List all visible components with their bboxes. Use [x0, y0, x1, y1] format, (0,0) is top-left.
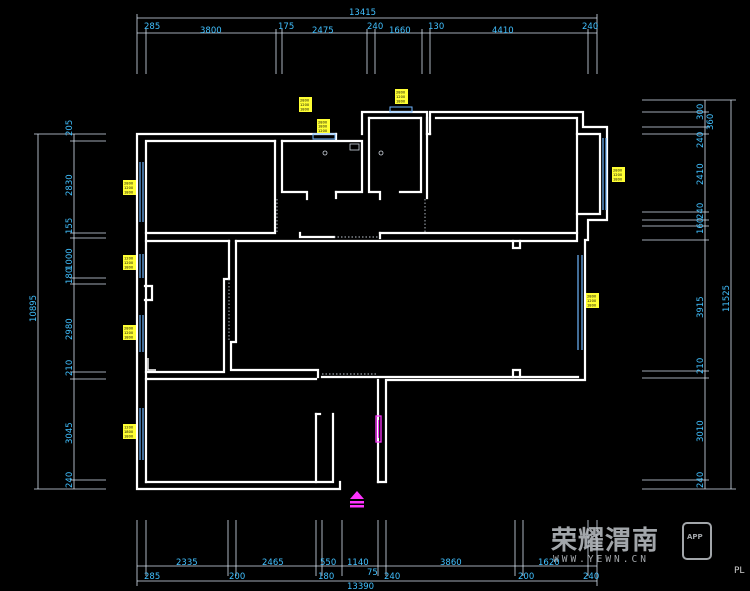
bottom-dim-row1-1: 2465 [262, 558, 284, 568]
right-dim-7: 210 [696, 358, 706, 374]
walls [135, 110, 609, 491]
svg-text:2800: 2800 [396, 91, 406, 95]
bottom-dim-row2-1: 200 [229, 572, 245, 582]
svg-text:1200: 1200 [587, 299, 597, 303]
top-dim-5: 1660 [389, 26, 411, 36]
right-dim-3: 2410 [696, 163, 706, 185]
svg-text:1200: 1200 [124, 331, 134, 335]
bottom-dimension-chain: 2335 2465 550 1140 3860 1620 285 200 180… [136, 520, 599, 591]
phone-app-icon: APP [682, 522, 712, 560]
left-dim-8: 240 [65, 472, 75, 488]
top-dim-4: 240 [367, 22, 383, 32]
watermark-name: 荣耀渭南 [551, 526, 660, 556]
svg-text:2800: 2800 [124, 182, 134, 186]
svg-text:1800: 1800 [124, 430, 134, 434]
watermark: 荣耀渭南 WWW.YEWN.CN APP [549, 520, 719, 570]
tag-left-2: 1200 1200 1800 [123, 255, 136, 270]
tag-top-left: 2800 1200 1800 [299, 97, 312, 112]
windows [139, 106, 607, 460]
svg-text:1200: 1200 [396, 95, 406, 99]
app-label: APP [687, 533, 703, 541]
bottom-dim-row1-3: 1140 [347, 558, 369, 568]
right-dim-9: 240 [696, 472, 706, 488]
svg-text:1800: 1800 [124, 191, 134, 195]
left-dim-3: 1000 [65, 248, 75, 270]
bottom-dim-row2-5: 200 [518, 572, 534, 582]
bottom-dim-row1-5: 1620 [538, 558, 560, 568]
entrance-marker [350, 415, 382, 508]
right-dim-8: 3010 [696, 420, 706, 442]
tag-left-1: 2800 1200 1800 [123, 180, 136, 195]
watermark-url: WWW.YEWN.CN [553, 554, 649, 565]
svg-text:1800: 1800 [124, 435, 134, 439]
bottom-dim-row1-4: 3860 [440, 558, 462, 568]
top-dim-2: 175 [278, 22, 294, 32]
bottom-dim-row1-2: 550 [320, 558, 336, 568]
right-dim-1: 360 [706, 114, 716, 130]
left-dim-7: 3045 [65, 422, 75, 444]
bottom-dim-row2-0: 285 [144, 572, 160, 582]
left-dim-6: 210 [65, 360, 75, 376]
svg-text:1200: 1200 [124, 186, 134, 190]
top-dim-8: 240 [582, 22, 598, 32]
left-dimension-chain: 10895 205 2830 155 1000 180 2980 210 304… [29, 120, 106, 490]
left-dim-0: 205 [65, 120, 75, 136]
svg-text:1800: 1800 [318, 125, 328, 129]
svg-text:1200: 1200 [318, 129, 328, 133]
tag-right-2: 2800 1200 1800 [586, 293, 599, 308]
right-dimension-chain: 11525 300 360 240 2410 240 160 3915 210 … [642, 99, 736, 490]
top-dim-6: 130 [428, 22, 444, 32]
svg-text:1200: 1200 [124, 426, 134, 430]
door-openings [147, 143, 426, 375]
svg-text:1200: 1200 [124, 261, 134, 265]
svg-text:1200: 1200 [300, 103, 310, 107]
right-dim-6: 3915 [696, 296, 706, 318]
right-dim-0: 300 [696, 104, 706, 120]
bottom-overall-dimension: 13390 [347, 582, 374, 591]
left-dim-4: 180 [65, 268, 75, 284]
left-dim-1: 2830 [65, 174, 75, 196]
right-dim-2: 240 [696, 132, 706, 148]
top-dim-3: 2475 [312, 26, 334, 36]
svg-text:1800: 1800 [124, 266, 134, 270]
svg-text:1800: 1800 [396, 100, 406, 104]
top-overall-dimension: 13415 [349, 8, 376, 18]
svg-text:1800: 1800 [587, 304, 597, 308]
svg-text:2800: 2800 [587, 295, 597, 299]
tag-left-3: 2800 1200 1800 [123, 325, 136, 340]
corner-label: PL [734, 566, 745, 576]
svg-text:2800: 2800 [318, 121, 328, 125]
bottom-dim-row1-0: 2335 [176, 558, 198, 568]
tag-left-4: 1200 1800 1800 [123, 424, 136, 439]
tag-right-1: 2800 1200 1800 [612, 167, 625, 182]
right-dim-5: 160 [696, 218, 706, 234]
top-dim-7: 4410 [492, 26, 514, 36]
window-tags: 2800 1200 1800 2800 1800 1200 2800 1200 … [123, 89, 625, 439]
tag-top-mid: 2800 1800 1200 [317, 119, 330, 133]
svg-text:2800: 2800 [124, 327, 134, 331]
right-overall-dimension: 11525 [722, 285, 732, 312]
bottom-dim-row2-6: 240 [583, 572, 599, 582]
right-dim-4: 240 [696, 203, 706, 219]
svg-text:1200: 1200 [613, 173, 623, 177]
bottom-dim-row2-3: 75 [367, 568, 378, 578]
svg-text:2800: 2800 [613, 169, 623, 173]
bottom-dim-row2-2: 180 [318, 572, 334, 582]
left-dim-2: 155 [65, 218, 75, 234]
top-dim-0: 285 [144, 22, 160, 32]
left-dim-5: 2980 [65, 318, 75, 340]
svg-text:1800: 1800 [613, 178, 623, 182]
left-overall-dimension: 10895 [29, 295, 39, 322]
svg-text:1200: 1200 [124, 257, 134, 261]
svg-text:1800: 1800 [300, 108, 310, 112]
svg-text:1800: 1800 [124, 336, 134, 340]
top-dimension-chain: 13415 285 3800 175 2475 240 1660 130 441… [136, 8, 598, 74]
svg-text:2800: 2800 [300, 99, 310, 103]
top-dim-1: 3800 [200, 26, 222, 36]
tag-top-right: 2800 1200 1800 [395, 89, 408, 104]
bottom-dim-row2-4: 240 [384, 572, 400, 582]
